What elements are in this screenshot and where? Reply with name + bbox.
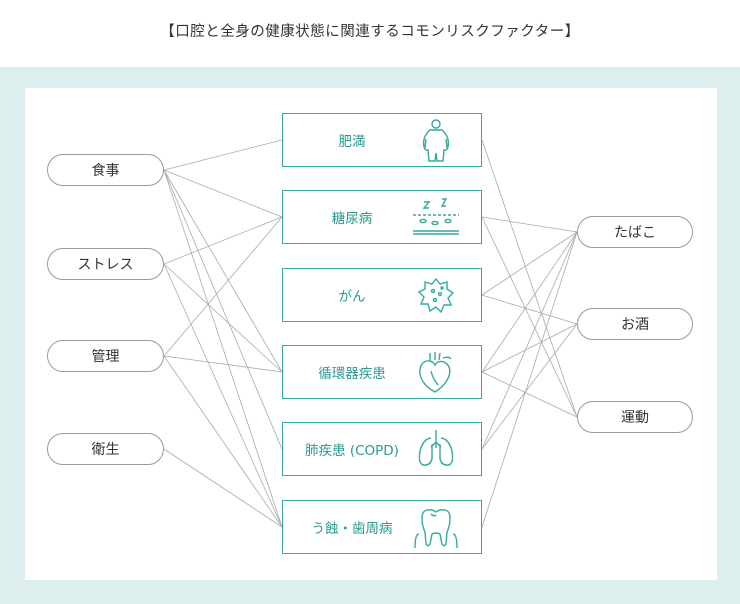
risk-factor-diet: 食事 xyxy=(47,154,164,186)
risk-factor-label: 管理 xyxy=(91,349,120,365)
connector xyxy=(481,323,578,373)
connector xyxy=(163,216,283,357)
connector xyxy=(481,139,578,418)
connector xyxy=(163,355,283,528)
connector xyxy=(481,216,578,233)
risk-factor-alcohol: お酒 xyxy=(577,308,693,340)
obese-person-icon xyxy=(422,119,450,162)
heart-icon xyxy=(419,352,452,393)
connector xyxy=(481,216,578,418)
page-title: 【口腔と全身の健康状態に関連するコモンリスクファクター】 xyxy=(160,24,580,40)
condition-label: 肺疾患 (COPD) xyxy=(305,443,399,459)
connector xyxy=(163,169,283,373)
condition-label: う蝕・歯周病 xyxy=(311,521,393,537)
connector xyxy=(481,231,578,373)
connector xyxy=(481,231,578,296)
risk-factor-label: 運動 xyxy=(621,410,649,426)
connector xyxy=(481,231,578,450)
blood-sugar-icon xyxy=(413,198,459,235)
connector xyxy=(481,371,578,418)
connector xyxy=(163,263,283,373)
risk-factor-exercise: 運動 xyxy=(577,401,693,433)
connector xyxy=(481,294,578,325)
condition-copd: 肺疾患 (COPD) xyxy=(282,422,482,476)
connector xyxy=(481,231,578,528)
connector xyxy=(163,448,283,528)
connector xyxy=(163,263,283,528)
condition-label: 肥満 xyxy=(338,134,366,150)
risk-factor-label: 衛生 xyxy=(91,442,120,458)
tooth-icon xyxy=(414,509,458,549)
condition-cancer: がん xyxy=(282,268,482,322)
connector xyxy=(163,169,283,218)
condition-label: 循環器疾患 xyxy=(318,366,386,382)
connector xyxy=(163,169,283,528)
risk-factor-label: お酒 xyxy=(621,317,649,333)
connector xyxy=(163,169,283,450)
connector xyxy=(481,323,578,450)
lungs-icon xyxy=(418,430,454,466)
connector xyxy=(163,139,283,171)
risk-factor-label: ストレス xyxy=(77,257,134,273)
condition-label: 糖尿病 xyxy=(331,211,373,227)
risk-factor-tobacco: たばこ xyxy=(577,216,693,248)
connector xyxy=(163,216,283,265)
risk-factor-hygiene: 衛生 xyxy=(47,433,164,465)
condition-label: がん xyxy=(338,289,366,305)
condition-cardiovascular: 循環器疾患 xyxy=(282,345,482,399)
risk-factor-label: 食事 xyxy=(91,163,120,179)
cancer-cell-icon xyxy=(417,277,455,314)
condition-caries-periodontal: う蝕・歯周病 xyxy=(282,500,482,554)
connector xyxy=(163,355,283,373)
condition-diabetes: 糖尿病 xyxy=(282,190,482,244)
risk-factor-label: たばこ xyxy=(614,225,656,241)
risk-factor-management: 管理 xyxy=(47,340,164,372)
condition-obesity: 肥満 xyxy=(282,113,482,167)
risk-factor-stress: ストレス xyxy=(47,248,164,280)
